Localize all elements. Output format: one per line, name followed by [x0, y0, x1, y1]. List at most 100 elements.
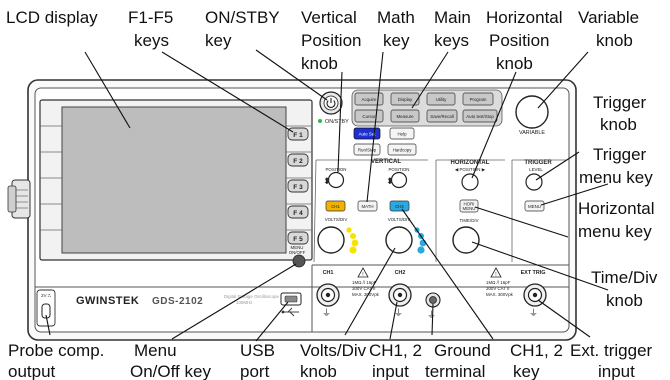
leader-trigger-menu — [540, 183, 609, 206]
leader-main-keys — [411, 51, 449, 109]
ch1-vertical-position-knob[interactable] — [327, 171, 345, 189]
ch1-bnc-input[interactable] — [316, 283, 340, 307]
ext-spec-line-3: MAX. 300Vpk — [486, 292, 514, 297]
help-key[interactable]: Help — [389, 127, 415, 140]
side-handle — [7, 179, 31, 219]
ch2-volts-div-knob[interactable] — [385, 226, 413, 254]
ch2-position-label: POSITION — [389, 167, 410, 172]
leader-probe-comp — [45, 314, 51, 336]
svg-text:HORI: HORI — [464, 202, 475, 207]
callout-on-stby-line2: key — [205, 31, 232, 50]
callout-trigger-menu: Trigger — [593, 145, 647, 164]
trigger-section: TRIGGER LEVEL MENU — [511, 159, 566, 262]
time-div-label: TIME/DIV — [459, 218, 478, 223]
callout-horizontal-position: Horizontal — [486, 8, 563, 27]
svg-text:!: ! — [495, 272, 496, 278]
callout-ext-trigger-line2: input — [598, 362, 635, 380]
svg-text:CH2: CH2 — [395, 204, 404, 209]
utility-keys: Auto Set Help Run/Stop Hardcopy — [353, 127, 417, 156]
utility-key[interactable]: Utility — [426, 92, 456, 106]
ch1-range-dots — [346, 227, 359, 254]
callout-volts-div-line2: knob — [300, 362, 337, 380]
bottom-strip: 2V ⎍ GWINSTEK GDS-2102 Digital Storage O… — [36, 267, 547, 327]
ch-spec-line-3: MAX. 300Vpk — [352, 292, 380, 297]
callout-ch12-key-line2: key — [513, 362, 540, 380]
leader-lcd — [84, 51, 131, 129]
ch2-key[interactable]: CH2 — [389, 200, 410, 212]
ch1-key[interactable]: CH1 — [325, 200, 346, 212]
probe-comp-terminal[interactable]: 2V ⎍ — [36, 289, 56, 327]
horizontal-position-knob[interactable] — [461, 173, 479, 191]
horizontal-position-label: ◀ POSITION ▶ — [455, 167, 486, 172]
callout-horizontal-menu-line2: menu key — [578, 222, 652, 241]
callout-usb-line2: port — [240, 362, 270, 380]
vertical-label: VERTICAL — [371, 159, 401, 165]
trigger-level-knob[interactable] — [525, 173, 543, 191]
usb-port[interactable] — [280, 292, 302, 306]
svg-text:Acquire: Acquire — [362, 97, 377, 102]
f4-key[interactable]: F 4 — [287, 205, 309, 219]
f3-key[interactable]: F 3 — [287, 179, 309, 193]
leader-time-div — [471, 241, 609, 291]
svg-text:Cursor: Cursor — [362, 114, 376, 119]
svg-text:Hardcopy: Hardcopy — [393, 148, 413, 153]
bandwidth-label: 100MHz — [236, 300, 252, 305]
svg-text:Save/Recall: Save/Recall — [430, 114, 453, 119]
run-stop-key[interactable]: Run/Stop — [353, 143, 381, 156]
ch1-up-down-icon: ⬍ — [323, 177, 331, 187]
leader-math — [366, 51, 384, 203]
f2-key[interactable]: F 2 — [287, 153, 309, 167]
leader-f-keys — [161, 51, 294, 133]
program-key[interactable]: Program — [462, 92, 494, 106]
svg-text:Measure: Measure — [396, 114, 414, 119]
on-off-label: ON/OFF — [289, 250, 306, 255]
svg-text:MENU: MENU — [528, 204, 541, 209]
ch1-volts-div-knob[interactable] — [317, 226, 345, 254]
autoset-key[interactable]: Auto Set — [353, 127, 381, 140]
ext-trigger-bnc-input[interactable] — [523, 283, 547, 307]
trigger-menu-key[interactable]: MENU — [524, 200, 545, 212]
time-div-knob[interactable] — [452, 226, 480, 254]
ch2-vertical-position-knob[interactable] — [390, 171, 408, 189]
callout-lcd-display: LCD display — [6, 8, 98, 27]
leader-volts-div — [344, 247, 396, 336]
f5-key[interactable]: F 5 — [287, 231, 309, 245]
display-key[interactable]: Display — [390, 92, 420, 106]
callout-ground-line2: terminal — [425, 362, 485, 380]
svg-text:Run/Stop: Run/Stop — [358, 148, 377, 153]
trigger-label: TRIGGER — [524, 160, 552, 166]
svg-text:CH1: CH1 — [331, 204, 340, 209]
callout-ch12-key: CH1, 2 — [510, 341, 563, 360]
lcd-display — [61, 106, 287, 254]
svg-text:F 3: F 3 — [293, 184, 303, 191]
callout-variable: Variable — [578, 8, 639, 27]
leader-ext-trigger — [537, 299, 591, 338]
svg-text:F 1: F 1 — [293, 132, 303, 139]
svg-text:2V ⎍: 2V ⎍ — [41, 293, 51, 298]
acquire-key[interactable]: Acquire — [354, 92, 384, 106]
cursor-key[interactable]: Cursor — [354, 109, 384, 123]
autotest-stop-key[interactable]: Auto test/Stop — [462, 109, 498, 123]
callout-trigger-knob: Trigger — [593, 93, 647, 112]
svg-text:MENU: MENU — [463, 206, 476, 211]
ch2-bnc-input[interactable] — [388, 283, 412, 307]
svg-text:Auto test/Stop: Auto test/Stop — [466, 114, 494, 119]
callout-on-stby: ON/STBY — [205, 8, 280, 27]
model-label: GDS-2102 — [152, 296, 203, 307]
hardcopy-key[interactable]: Hardcopy — [387, 143, 417, 156]
callout-vertical-position: Vertical — [301, 8, 357, 27]
hori-menu-key[interactable]: HORI MENU — [459, 199, 479, 213]
f1-key[interactable]: F 1 — [287, 127, 309, 141]
leader-variable — [537, 51, 589, 109]
svg-text:Help: Help — [397, 132, 407, 137]
callout-trigger-menu-line2: menu key — [579, 168, 653, 187]
ch2-ground-symbol-icon: ⏚ — [394, 308, 403, 319]
leader-horizontal-position — [471, 71, 517, 179]
measure-key[interactable]: Measure — [390, 109, 420, 123]
save-recall-key[interactable]: Save/Recall — [426, 109, 458, 123]
subtitle-label: Digital Storage Oscilloscope — [224, 294, 279, 299]
ch-spec-line-2: 300V CAT II — [352, 286, 376, 291]
variable-knob[interactable] — [515, 95, 549, 129]
math-key[interactable]: MATH — [357, 200, 378, 212]
